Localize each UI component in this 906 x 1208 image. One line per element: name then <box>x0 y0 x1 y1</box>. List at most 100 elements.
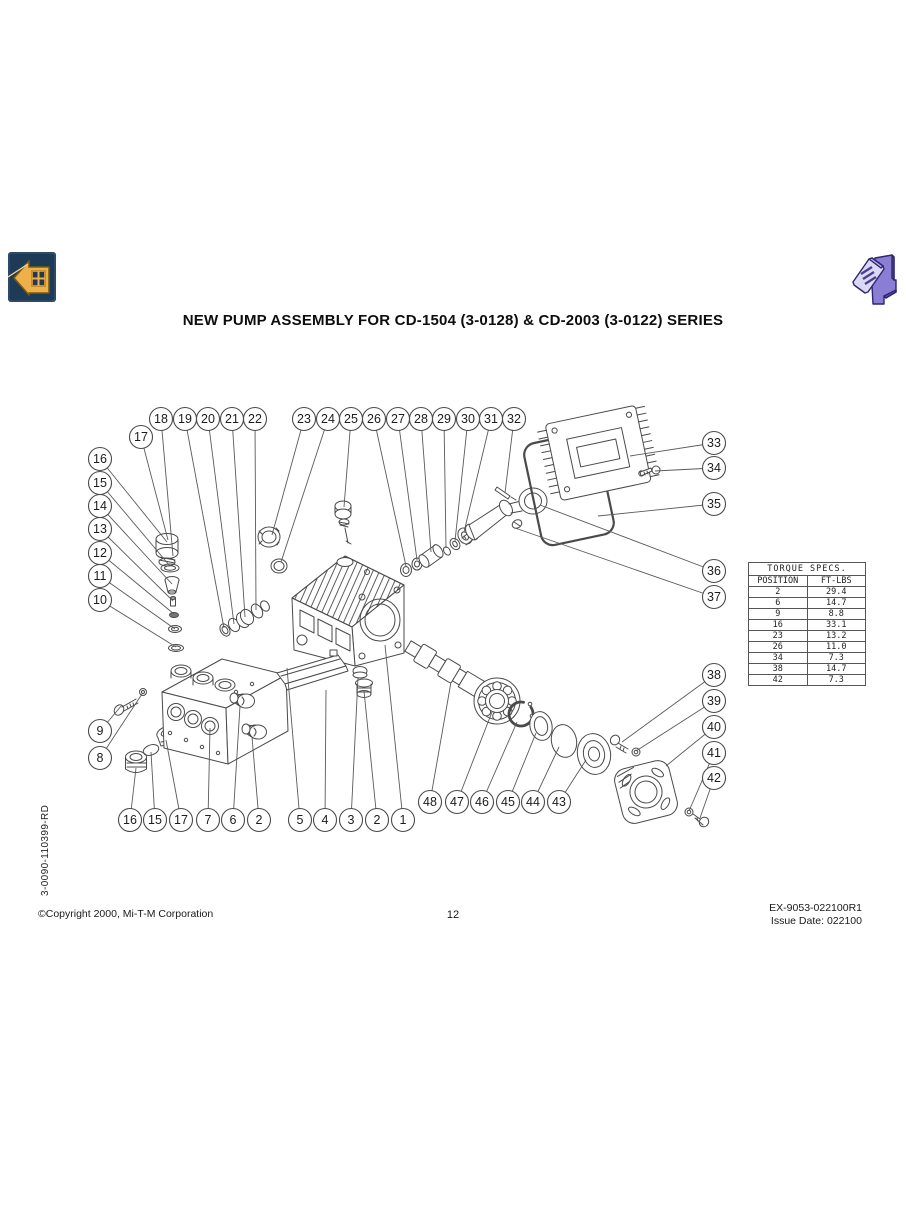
leader-line <box>232 705 241 821</box>
svg-text:5: 5 <box>297 813 304 827</box>
print-document-icon <box>852 254 897 305</box>
cap-plug-part <box>352 666 373 698</box>
leader-line <box>99 575 176 630</box>
cover-plate-part <box>523 405 661 547</box>
svg-text:1: 1 <box>400 813 407 827</box>
svg-text:47: 47 <box>450 795 464 809</box>
callout-2: 2 <box>246 807 272 833</box>
leader-line <box>397 418 418 561</box>
svg-text:46: 46 <box>475 795 489 809</box>
leader-line <box>429 681 452 803</box>
svg-text:44: 44 <box>526 795 540 809</box>
svg-text:22: 22 <box>248 412 262 426</box>
flange-part <box>609 734 710 828</box>
document-number-vertical: 3-0090-110399-RD <box>40 804 51 896</box>
svg-text:2: 2 <box>256 813 263 827</box>
leader-line <box>629 442 715 457</box>
svg-text:19: 19 <box>178 412 192 426</box>
callout-14: 14 <box>87 493 113 519</box>
svg-text:17: 17 <box>134 430 148 444</box>
callout-13: 13 <box>87 516 113 542</box>
callout-39: 39 <box>701 688 727 714</box>
svg-text:9: 9 <box>97 724 104 738</box>
svg-text:16: 16 <box>93 452 107 466</box>
back-button[interactable] <box>7 252 56 302</box>
svg-text:41: 41 <box>707 746 721 760</box>
leader-lines <box>99 418 715 821</box>
svg-text:13: 13 <box>93 522 107 536</box>
svg-text:26: 26 <box>367 412 381 426</box>
torque-cell: 2 <box>748 586 808 598</box>
torque-cell: 33.1 <box>806 619 866 631</box>
svg-text:48: 48 <box>423 795 437 809</box>
callout-45: 45 <box>495 789 521 815</box>
callout-4: 4 <box>312 807 338 833</box>
svg-text:38: 38 <box>707 668 721 682</box>
leader-line <box>635 700 715 752</box>
print-button[interactable] <box>845 252 903 307</box>
torque-cell: 6 <box>748 597 808 609</box>
leader-line <box>99 528 174 602</box>
callout-5: 5 <box>287 807 313 833</box>
callout-27: 27 <box>385 406 411 432</box>
svg-text:2: 2 <box>374 813 381 827</box>
leader-line <box>231 418 246 618</box>
svg-text:45: 45 <box>501 795 515 809</box>
callout-12: 12 <box>87 540 113 566</box>
leader-line <box>463 418 492 533</box>
callout-26: 26 <box>361 406 387 432</box>
torque-col-header: FT-LBS <box>806 575 866 587</box>
leader-line <box>343 418 352 508</box>
leader-line <box>420 418 432 553</box>
svg-text:43: 43 <box>552 795 566 809</box>
callout-21: 21 <box>219 406 245 432</box>
callout-28: 28 <box>408 406 434 432</box>
bearing-part <box>473 677 521 725</box>
leader-line <box>140 436 169 541</box>
callout-46: 46 <box>469 789 495 815</box>
callout-47: 47 <box>444 789 470 815</box>
svg-text:24: 24 <box>321 412 335 426</box>
callout-16: 16 <box>87 446 113 472</box>
callout-8: 8 <box>87 745 113 771</box>
callout-6: 6 <box>220 807 246 833</box>
callout-30: 30 <box>455 406 481 432</box>
torque-col-header: POSITION <box>748 575 808 587</box>
svg-text:33: 33 <box>707 436 721 450</box>
callout-23: 23 <box>291 406 317 432</box>
callout-10: 10 <box>87 587 113 613</box>
callout-22: 22 <box>242 406 268 432</box>
svg-text:35: 35 <box>707 497 721 511</box>
svg-text:12: 12 <box>93 546 107 560</box>
callout-1: 1 <box>390 807 416 833</box>
document-code-block: EX-9053-022100R1 Issue Date: 022100 <box>769 902 862 928</box>
torque-cell: 14.7 <box>806 597 866 609</box>
leader-line <box>363 690 378 821</box>
leader-line <box>99 599 177 648</box>
callout-25: 25 <box>338 406 364 432</box>
callout-7: 7 <box>195 807 221 833</box>
torque-cell: 9 <box>748 608 808 620</box>
svg-text:3: 3 <box>348 813 355 827</box>
leader-line <box>207 727 211 821</box>
torque-cell: 34 <box>748 652 808 664</box>
valve-stack-part <box>155 533 184 652</box>
svg-text:10: 10 <box>93 593 107 607</box>
callout-16: 16 <box>117 807 143 833</box>
leader-line <box>621 674 715 743</box>
svg-text:14: 14 <box>93 499 107 513</box>
leader-line <box>160 418 174 557</box>
hex-plug-parts <box>229 692 267 740</box>
leader-line <box>99 482 171 567</box>
leader-line <box>384 644 404 821</box>
callout-19: 19 <box>172 406 198 432</box>
torque-cell: 14.7 <box>806 663 866 675</box>
callout-20: 20 <box>195 406 221 432</box>
leader-line <box>286 667 301 821</box>
